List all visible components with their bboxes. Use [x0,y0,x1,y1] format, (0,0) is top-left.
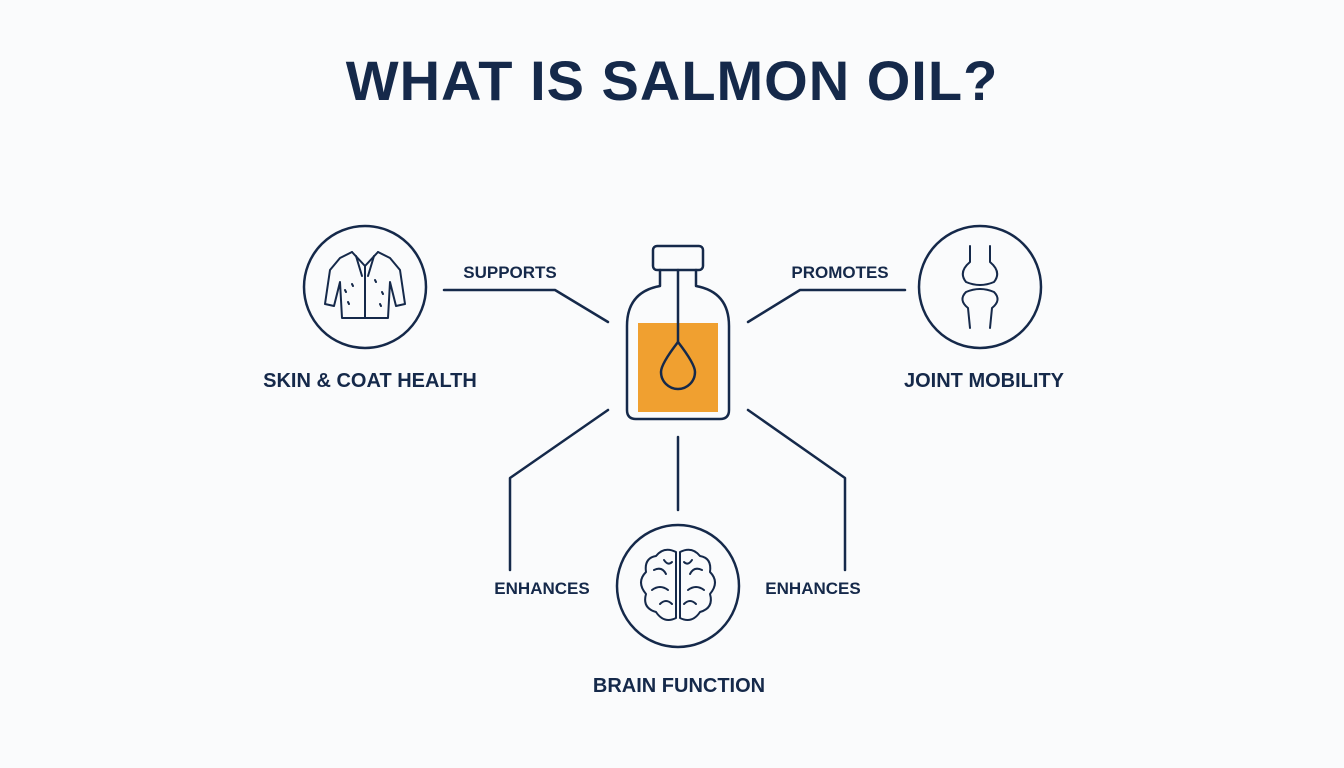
node-label-skin: SKIN & COAT HEALTH [263,370,477,392]
link-label-supports: SUPPORTS [463,263,557,282]
skin-node-circle [302,224,428,350]
brain-icon [640,548,716,621]
joint-node-circle [917,224,1043,350]
link-label-enhances-right: ENHANCES [765,579,861,598]
connector-joint [746,288,907,324]
brain-node-circle [615,523,741,649]
page-title: WHAT IS SALMON OIL? [345,49,999,112]
connector-brain-left [508,408,610,572]
link-label-promotes: PROMOTES [791,263,889,282]
jacket-icon [324,251,406,319]
node-label-joint: JOINT MOBILITY [904,370,1064,392]
oil-bottle-icon [625,244,731,421]
node-label-brain: BRAIN FUNCTION [592,675,766,697]
link-label-enhances-left: ENHANCES [494,579,590,598]
connector-skin [442,288,610,324]
connector-brain-right [746,408,847,572]
knee-joint-icon [961,245,999,329]
